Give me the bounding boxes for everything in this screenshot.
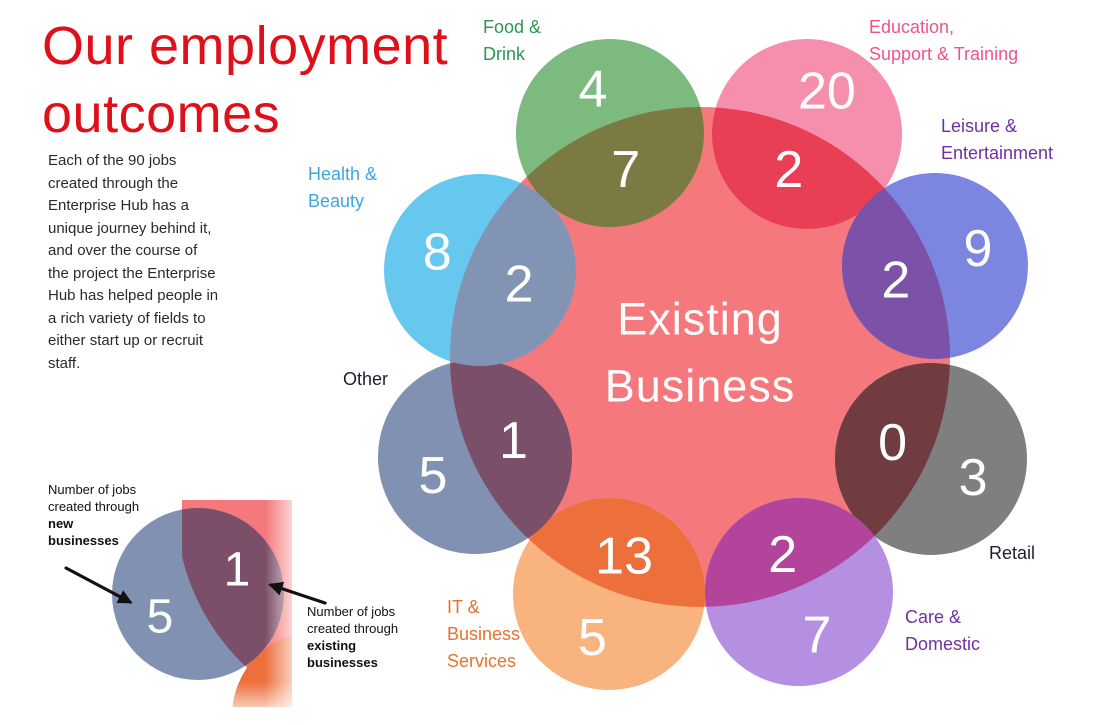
outer-count-it-business-services: 5: [578, 609, 607, 667]
page-title-line1: Our employment: [42, 16, 449, 76]
label-food-drink: Food & Drink: [483, 14, 541, 68]
legend-new-count: 5: [147, 591, 174, 644]
central-label-line1: Existing: [617, 294, 783, 345]
label-leisure-entertainment-line2: Entertainment: [941, 143, 1054, 163]
label-health-beauty-line1: Health &: [308, 164, 378, 184]
legend-fade-bottom: [175, 682, 305, 722]
label-education-support-training-line1: Education,: [869, 17, 955, 37]
note-new-businesses: Number of jobs created through new busin…: [48, 481, 144, 549]
intro-paragraph: Each of the 90 jobs created through the …: [48, 152, 219, 372]
overlap-count-food-drink: 7: [611, 141, 640, 199]
overlap-count-it-business-services: 13: [595, 528, 653, 586]
overlap-count-other: 1: [499, 412, 528, 470]
outer-count-care-domestic: 7: [802, 606, 831, 664]
central-circle: [450, 107, 950, 607]
overlap-lens-education-support-training: [712, 107, 902, 229]
outer-count-other: 5: [419, 447, 448, 505]
outer-count-food-drink: 4: [578, 60, 607, 118]
overlap-count-leisure-entertainment: 2: [881, 251, 910, 309]
label-it-business-services-line1: IT &: [447, 597, 480, 617]
central-label-line2: Business: [605, 361, 796, 412]
legend-overlap-lens: [182, 508, 284, 680]
note-existing-text: Number of jobs created through: [307, 604, 399, 636]
label-retail-line1: Retail: [989, 543, 1036, 563]
note-new-bold: new businesses: [48, 516, 119, 548]
label-it-business-services-line3: Services: [447, 651, 517, 671]
label-care-domestic-line2: Domestic: [905, 634, 981, 654]
overlap-lens-food-drink: [516, 107, 704, 227]
overlap-count-care-domestic: 2: [768, 526, 797, 584]
page-title: Our employment outcomes: [42, 12, 448, 148]
label-leisure-entertainment-line1: Leisure &: [941, 116, 1018, 136]
label-leisure-entertainment: Leisure & Entertainment: [941, 113, 1053, 167]
label-health-beauty-line2: Beauty: [308, 191, 365, 211]
overlap-count-retail: 0: [878, 414, 907, 472]
outer-count-education-support-training: 20: [798, 63, 856, 121]
label-retail: Retail: [989, 540, 1035, 567]
note-existing-bold: existing businesses: [307, 638, 378, 670]
overlap-lens-health-beauty: [450, 174, 576, 366]
label-other-line1: Other: [343, 369, 389, 389]
label-other: Other: [343, 366, 388, 393]
label-food-drink-line2: Drink: [483, 44, 526, 64]
overlap-count-health-beauty: 2: [505, 256, 534, 314]
label-health-beauty: Health & Beauty: [308, 161, 377, 215]
label-education-support-training-line2: Support & Training: [869, 44, 1019, 64]
label-food-drink-line1: Food &: [483, 17, 542, 37]
label-education-support-training: Education, Support & Training: [869, 14, 1018, 68]
outer-count-leisure-entertainment: 9: [963, 220, 992, 278]
note-new-text: Number of jobs created through: [48, 482, 140, 514]
label-care-domestic-line1: Care &: [905, 607, 962, 627]
label-it-business-services-line2: Business: [447, 624, 521, 644]
legend-fade-right: [265, 494, 305, 716]
overlap-count-education-support-training: 2: [774, 141, 803, 199]
legend-existing-count: 1: [224, 544, 251, 597]
outer-count-retail: 3: [959, 449, 988, 507]
overlap-lens-other: [450, 360, 572, 554]
legend-graphic: 5 1: [64, 494, 327, 722]
arrow-to-new-count: [64, 566, 133, 604]
arrow-to-existing-count: [268, 581, 327, 605]
outer-count-health-beauty: 8: [423, 224, 452, 282]
page-title-line2: outcomes: [42, 84, 281, 144]
label-care-domestic: Care & Domestic: [905, 604, 980, 658]
note-existing-businesses: Number of jobs created through existing …: [307, 603, 411, 671]
